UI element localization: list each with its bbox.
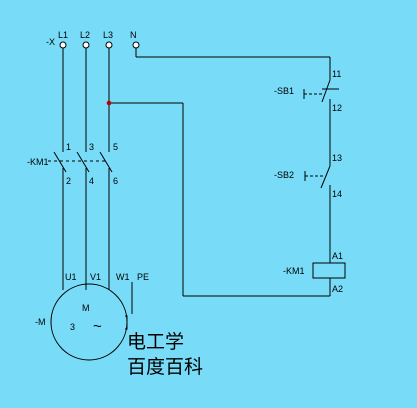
motor-phases: 3 (70, 322, 75, 332)
sb1-pin-12: 12 (332, 103, 342, 113)
km1-pin-5: 5 (113, 142, 118, 152)
terminal-l3 (105, 41, 113, 49)
km1-contact-3-4 (76, 151, 90, 173)
terminal-n (132, 41, 140, 49)
terminal-l2-label: L2 (80, 30, 90, 40)
sb1-contact (321, 79, 331, 103)
motor-u1-label: U1 (65, 272, 77, 282)
watermark-line1: 电工学 (127, 331, 184, 353)
terminal-l1 (59, 41, 67, 49)
sb2-pin-13: 13 (332, 153, 342, 163)
km1-contact-1-2 (53, 151, 67, 173)
km1-contact-5-6 (99, 151, 113, 173)
motor-ac-symbol: ~ (93, 318, 102, 335)
km1-pin-6: 6 (113, 176, 118, 186)
sb2-pin-14: 14 (332, 189, 342, 199)
motor-tag: -M (35, 317, 46, 327)
terminal-l3-label: L3 (103, 30, 113, 40)
coil-a1: A1 (332, 251, 343, 261)
sb2-contact (320, 165, 331, 189)
coil-tag: -KM1 (283, 266, 305, 276)
sb1-pin-11: 11 (332, 69, 341, 79)
terminal-x-label: -X (46, 37, 55, 47)
km1-coil (312, 262, 346, 279)
terminal-l1-label: L1 (58, 30, 68, 40)
motor (50, 283, 128, 361)
motor-pe-label: PE (137, 272, 149, 282)
motor-v1-label: V1 (90, 272, 101, 282)
km1-pin-2: 2 (66, 176, 71, 186)
motor-symbol: M (82, 303, 90, 313)
km1-pin-1: 1 (66, 142, 71, 152)
motor-w1-label: W1 (116, 272, 130, 282)
km1-main-tag: -KM1 (27, 157, 49, 167)
coil-a2: A2 (332, 284, 343, 294)
watermark-line2: 百度百科 (127, 356, 203, 378)
sb2-tag: -SB2 (274, 170, 294, 180)
sb1-tag: -SB1 (274, 86, 294, 96)
motor-circle (50, 283, 128, 361)
motor-pe-terminal (125, 315, 128, 330)
terminal-l2 (82, 41, 90, 49)
junction-dot (106, 100, 112, 106)
km1-pin-3: 3 (89, 142, 94, 152)
terminal-n-label: N (130, 30, 137, 40)
km1-pin-4: 4 (89, 176, 94, 186)
